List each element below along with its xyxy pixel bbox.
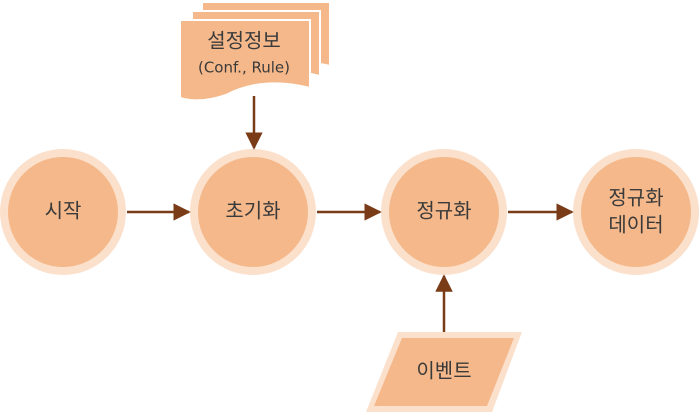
config-label-subtitle: (Conf., Rule) <box>198 59 290 77</box>
output-label-line1: 정규화 <box>608 186 663 210</box>
normalize-node: 정규화 <box>381 149 507 275</box>
output-node: 정규화 데이터 <box>573 149 699 275</box>
event-parallelogram-inner <box>374 338 514 406</box>
output-label-line2: 데이터 <box>608 213 663 237</box>
config-document-stack: 설정정보 (Conf., Rule) <box>179 1 331 102</box>
normalize-label: 정규화 <box>416 199 471 223</box>
init-label: 초기화 <box>225 199 280 223</box>
config-label-title: 설정정보 <box>207 29 281 53</box>
start-label: 시작 <box>45 199 82 223</box>
event-label: 이벤트 <box>416 359 471 383</box>
init-node: 초기화 <box>190 149 316 275</box>
config-doc-front <box>179 19 311 102</box>
start-node: 시작 <box>0 149 126 275</box>
event-input-shape: 이벤트 <box>366 332 522 412</box>
